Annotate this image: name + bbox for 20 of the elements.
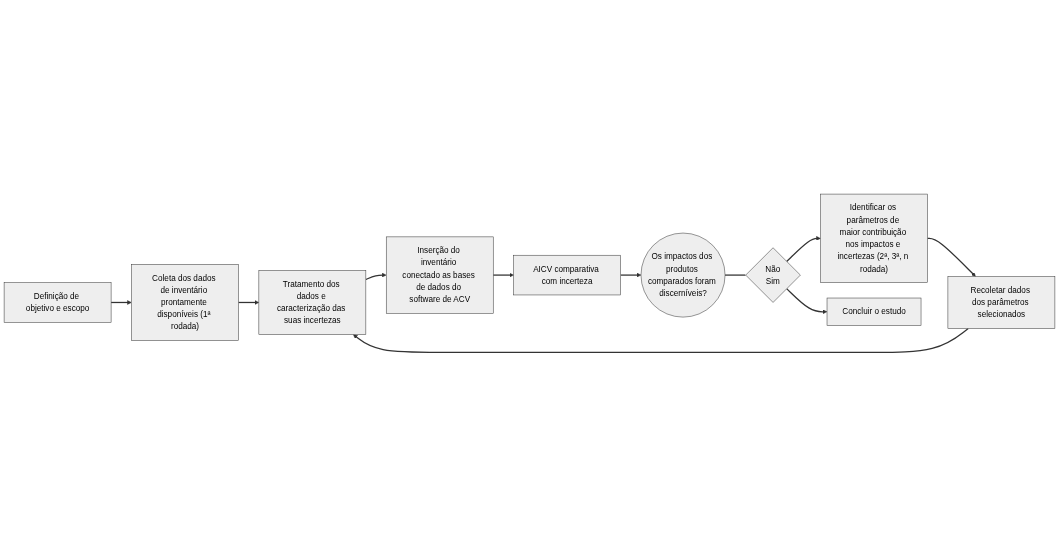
arrow: [926, 237, 976, 277]
node-box: Concluir o estudo: [826, 297, 922, 326]
node-box: AICV comparativa com incerteza: [513, 254, 621, 295]
node-box: Coleta dos dados de inventário prontamente disponíveis (1ª rodada): [131, 263, 239, 341]
arrow: [237, 300, 260, 305]
connector: [724, 274, 747, 276]
node-diamond: Não Sim: [745, 247, 801, 303]
arrow: [353, 327, 969, 353]
node-box: Tratamento dos dados e caracterização das suas incertezas: [258, 269, 367, 335]
node-box: Definição de objetivo e escopo: [3, 282, 112, 323]
node-box: Inserção do inventário conectado as bases de dados do software de ACV: [385, 236, 494, 314]
arrow: [365, 272, 387, 280]
node-circle: Os impactos dos produtos comparados foram discerníveis?: [640, 232, 726, 318]
arrow: [619, 272, 642, 278]
arrow: [492, 272, 514, 278]
arrow: [786, 235, 821, 262]
node-box: Identificar os parâmetros de maior contribuição nos impactos e incertezas (2ª, 3ª, n rodada): [820, 193, 928, 283]
node-box: Recoletar dados dos parâmetros selecionados: [947, 276, 1056, 329]
arrow: [786, 287, 828, 314]
arrow: [110, 300, 132, 305]
